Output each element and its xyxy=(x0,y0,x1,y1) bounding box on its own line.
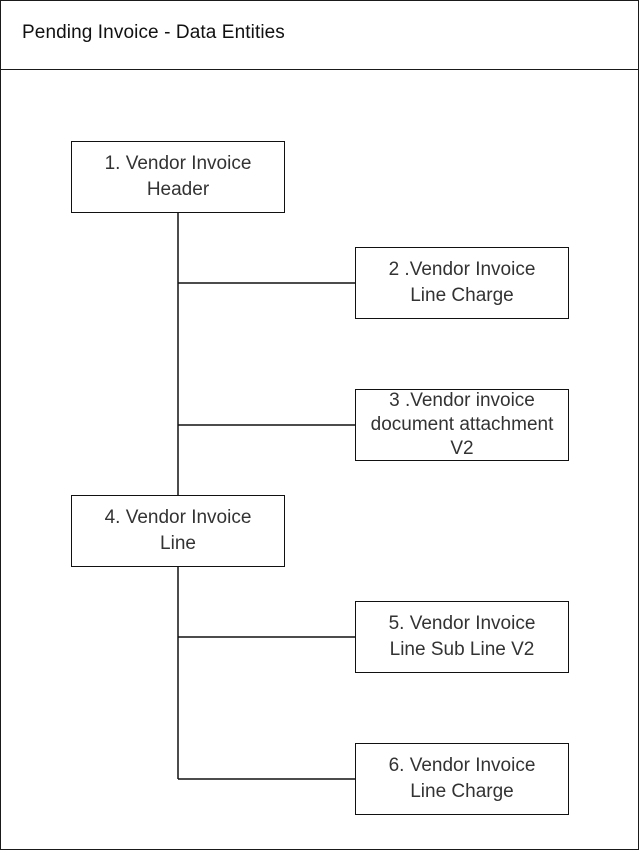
node-label: Line Charge xyxy=(410,781,514,802)
node-label: 5. Vendor Invoice xyxy=(388,613,536,634)
node-label: 6. Vendor Invoice xyxy=(388,755,536,776)
node-label: Line xyxy=(160,533,196,554)
diagram-title: Pending Invoice - Data Entities xyxy=(22,22,285,43)
node-label: V2 xyxy=(450,438,474,459)
node-label: 1. Vendor Invoice xyxy=(104,153,252,174)
title-bar: Pending Invoice - Data Entities xyxy=(0,0,638,70)
node-label: document attachment xyxy=(370,414,554,435)
node-label: Line Charge xyxy=(410,285,514,306)
node-label: Header xyxy=(146,179,210,200)
node-label: 4. Vendor Invoice xyxy=(104,507,252,528)
node-label: Line Sub Line V2 xyxy=(389,639,535,660)
node-label: 2 .Vendor Invoice xyxy=(388,259,536,280)
node-label: 3 .Vendor invoice xyxy=(389,390,535,411)
